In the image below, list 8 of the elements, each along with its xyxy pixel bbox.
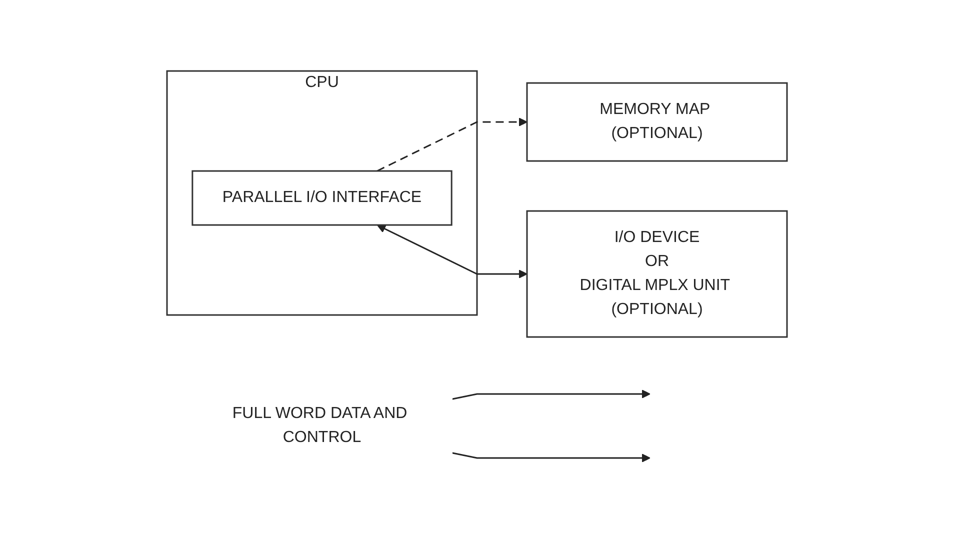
arrow	[452, 389, 650, 400]
node-text: FULL WORD DATA AND CONTROL	[232, 404, 408, 446]
arrow	[452, 452, 650, 462]
node-box: PARALLEL I/O INTERFACE	[192, 170, 452, 226]
node-box: I/O DEVICE OR DIGITAL MPLX UNIT (OPTIONAL)	[526, 210, 788, 338]
arrow	[377, 224, 528, 278]
node-box: MEMORY MAP (OPTIONAL)	[526, 82, 788, 162]
arrow	[376, 117, 528, 172]
